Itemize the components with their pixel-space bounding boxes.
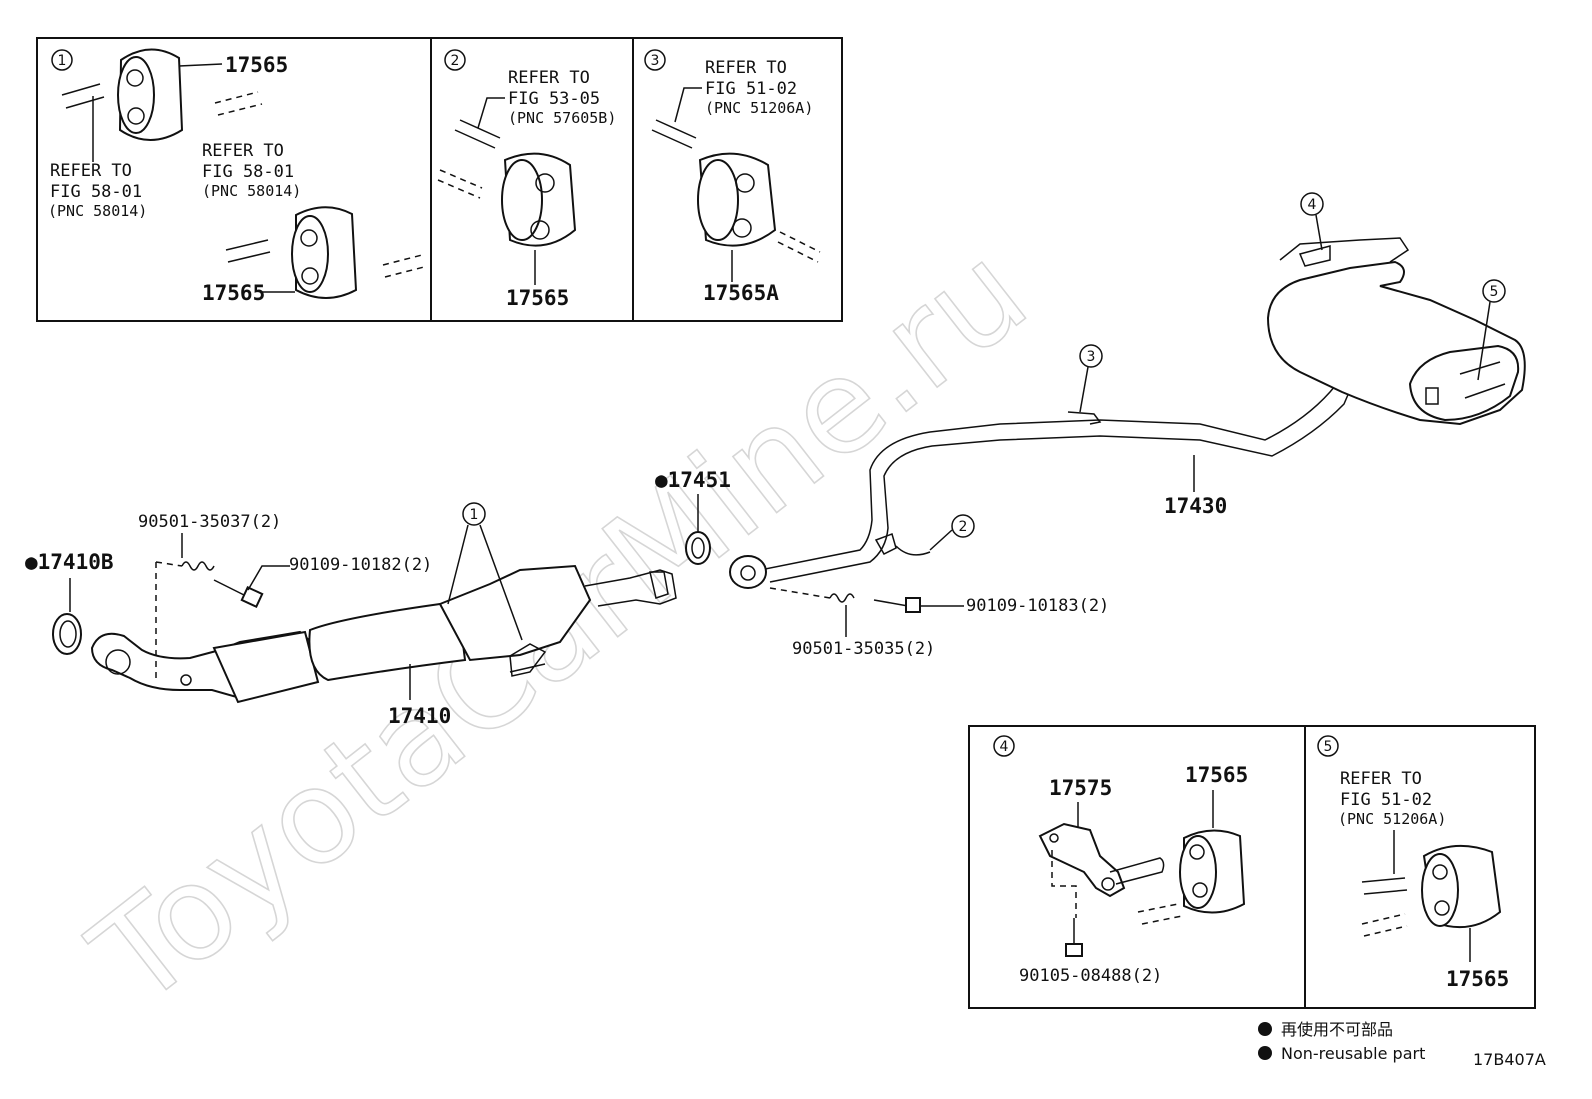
inset-1-ref-b-line-3: (PNC 58014)	[202, 182, 301, 200]
inset-4-bolt: 90105-08488(2)	[1019, 966, 1162, 986]
rubber-hanger-icon	[1421, 844, 1502, 929]
inset-1-ref-a-line-2: FIG 58-01	[50, 182, 142, 202]
inset-1: 1 17565 REFER TO FIG 58-01 (PNC 58014) R…	[36, 37, 432, 322]
inset-3-ref-line-2: FIG 51-02	[705, 79, 797, 99]
inset-3-ref-line-3: (PNC 51206A)	[705, 99, 813, 117]
legend: 再使用不可部品 Non-reusable part	[1258, 1020, 1425, 1063]
front-pipe-label: 17410	[388, 704, 451, 728]
inset-2-part: 17565	[506, 286, 569, 310]
inset-1-number: 1	[58, 53, 67, 69]
inset-1-ref-b-line-2: FIG 58-01	[202, 162, 294, 182]
inset-5-part: 17565	[1446, 967, 1509, 991]
bolt-front-label: 90109-10182(2)	[289, 555, 432, 575]
inset-5: 5 REFER TO FIG 51-02 (PNC 51206A) 17565	[1304, 725, 1536, 1009]
inset-3-part: 17565A	[703, 281, 779, 305]
bolt-icon	[1065, 918, 1083, 957]
rubber-hanger-icon	[117, 48, 184, 141]
inset-3: 3 REFER TO FIG 51-02 (PNC 51206A) 17565A	[632, 37, 843, 322]
callout-1: 1	[470, 507, 479, 523]
tail-pipe-label: 17430	[1164, 494, 1227, 518]
inset-3-ref-line-1: REFER TO	[705, 58, 787, 78]
rubber-hanger-icon	[697, 152, 777, 247]
inset-4: 4 17575 17565 90105-08488(2)	[968, 725, 1306, 1009]
callout-3: 3	[1087, 349, 1096, 365]
gasket-front-label: ●17410B	[25, 550, 114, 574]
inset-5-ref-line-1: REFER TO	[1340, 769, 1422, 789]
inset-1-ref-a-line-3: (PNC 58014)	[48, 202, 147, 220]
tail-pipe-and-muffler	[729, 237, 1526, 589]
spring-icon	[829, 593, 855, 603]
spring-front-label: 90501-35037(2)	[138, 512, 281, 532]
middle-gasket	[685, 531, 711, 565]
inset-5-number: 5	[1324, 739, 1333, 755]
spring-rear-label: 90501-35035(2)	[792, 639, 935, 659]
inset-1-part-bottom: 17565	[202, 281, 265, 305]
bolt-rear-label: 90109-10183(2)	[966, 596, 1109, 616]
figure-code: 17B407A	[1473, 1050, 1546, 1069]
rubber-hanger-icon	[1179, 829, 1246, 914]
gasket-mid-label: ●17451	[655, 468, 731, 492]
bracket-icon	[1038, 822, 1165, 898]
bolt-icon	[213, 579, 264, 609]
front-exhaust-pipe	[90, 564, 677, 704]
inset-4-part-hanger: 17565	[1185, 763, 1248, 787]
inset-1-ref-b-line-1: REFER TO	[202, 141, 284, 161]
inset-4-number: 4	[1000, 739, 1009, 755]
inset-1-ref-a-line-1: REFER TO	[50, 161, 132, 181]
inset-5-ref-line-3: (PNC 51206A)	[1338, 810, 1446, 828]
inset-2-ref-line-3: (PNC 57605B)	[508, 109, 616, 127]
callout-5: 5	[1490, 284, 1499, 300]
front-gasket	[52, 613, 82, 655]
inset-2-ref-line-2: FIG 53-05	[508, 89, 600, 109]
legend-jp: 再使用不可部品	[1281, 1020, 1393, 1039]
inset-2-ref-line-1: REFER TO	[508, 68, 590, 88]
bolt-icon	[873, 597, 921, 613]
inset-2: 2 REFER TO FIG 53-05 (PNC 57605B) 17565	[430, 37, 634, 322]
inset-3-number: 3	[651, 53, 660, 69]
callout-2: 2	[959, 519, 968, 535]
callout-4: 4	[1308, 197, 1317, 213]
inset-2-number: 2	[451, 53, 460, 69]
legend-en: Non-reusable part	[1281, 1044, 1425, 1063]
rubber-hanger-icon	[291, 206, 358, 299]
spring-icon	[181, 561, 215, 571]
inset-5-ref-line-2: FIG 51-02	[1340, 790, 1432, 810]
rubber-hanger-icon	[501, 152, 577, 247]
inset-4-part-bracket: 17575	[1049, 776, 1112, 800]
inset-1-part-top: 17565	[225, 53, 288, 77]
